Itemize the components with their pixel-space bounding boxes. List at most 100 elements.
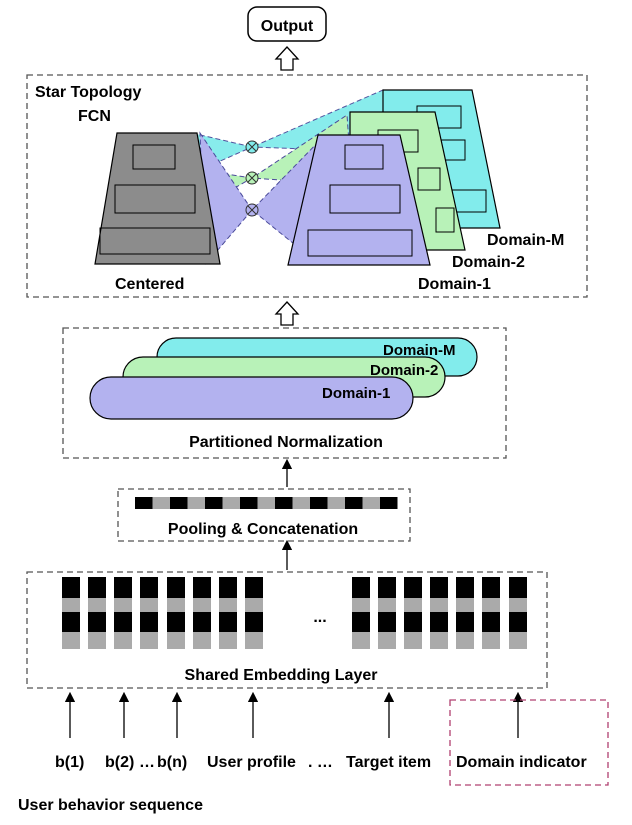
star-topology-title: Star Topology xyxy=(35,84,141,101)
embedding-ellipsis: ... xyxy=(313,609,326,626)
embedding-cell xyxy=(245,598,263,612)
embedding-cell xyxy=(509,632,527,649)
b1-label: b(1) xyxy=(55,754,84,771)
domain-indicator-label: Domain indicator xyxy=(456,754,587,771)
pooling-cell xyxy=(187,497,205,509)
pooling-cell xyxy=(275,497,293,509)
embedding-cell xyxy=(62,577,80,598)
output-box xyxy=(247,6,327,42)
embedding-cell xyxy=(245,632,263,649)
embedding-cell xyxy=(114,612,132,632)
user-profile-label: User profile xyxy=(207,754,296,771)
partitioned-normalization-title: Partitioned Normalization xyxy=(189,434,383,451)
embedding-cell xyxy=(456,598,474,612)
embedding-cell xyxy=(404,577,422,598)
pooling-cell xyxy=(362,497,380,509)
embedding-cell xyxy=(219,598,237,612)
embedding-cell xyxy=(219,632,237,649)
embedding-cell xyxy=(509,598,527,612)
embedding-cell xyxy=(88,632,106,649)
embedding-cell xyxy=(352,632,370,649)
embedding-cell xyxy=(352,577,370,598)
embedding-cell xyxy=(482,598,500,612)
pooling-cell xyxy=(257,497,275,509)
embedding-cell xyxy=(430,632,448,649)
embedding-cell xyxy=(193,632,211,649)
embedding-cell xyxy=(245,612,263,632)
pn-domain-m-label: Domain-M xyxy=(383,342,456,359)
embedding-cell xyxy=(245,577,263,598)
embedding-cell xyxy=(509,577,527,598)
pooling-cell xyxy=(135,497,153,509)
embedding-cell xyxy=(88,612,106,632)
embedding-cell xyxy=(167,598,185,612)
embedding-cell xyxy=(456,632,474,649)
embedding-cell xyxy=(352,598,370,612)
embedding-cell xyxy=(456,577,474,598)
embedding-cell xyxy=(219,577,237,598)
star-topology-box xyxy=(26,74,588,298)
embedding-cell xyxy=(88,598,106,612)
embedding-cell xyxy=(62,598,80,612)
multiply-node-m xyxy=(245,140,259,154)
pooling-cell xyxy=(292,497,310,509)
pooling-title: Pooling & Concatenation xyxy=(168,521,358,538)
behavior-sequence-label: User behavior sequence xyxy=(18,797,203,814)
pn-domain-1-label: Domain-1 xyxy=(322,385,390,402)
embedding-cell xyxy=(140,598,158,612)
embedding-cell xyxy=(193,577,211,598)
pooling-cell xyxy=(345,497,363,509)
embedding-cell xyxy=(114,632,132,649)
embedding-cell xyxy=(114,598,132,612)
bn-label: b(n) xyxy=(157,754,187,771)
fcn-domain-2-label: Domain-2 xyxy=(452,254,525,271)
domain-indicator-box xyxy=(449,699,609,786)
embedding-cell xyxy=(378,612,396,632)
partitioned-normalization-box xyxy=(62,327,507,459)
target-item-label: Target item xyxy=(346,754,431,771)
embedding-title: Shared Embedding Layer xyxy=(185,667,378,684)
embedding-cell xyxy=(404,632,422,649)
pooling-cell xyxy=(240,497,258,509)
pooling-box xyxy=(117,488,411,542)
pooling-cell xyxy=(205,497,223,509)
embedding-box xyxy=(26,571,548,689)
embedding-cell xyxy=(482,577,500,598)
pn-domain-2-label: Domain-2 xyxy=(370,362,438,379)
embedding-cell xyxy=(404,598,422,612)
embedding-cell xyxy=(378,598,396,612)
fcn-label: FCN xyxy=(78,108,111,125)
multiply-node-1 xyxy=(245,203,259,217)
embedding-cell xyxy=(430,577,448,598)
embedding-cell xyxy=(114,577,132,598)
embedding-cell xyxy=(456,612,474,632)
embedding-cell xyxy=(88,577,106,598)
embedding-columns xyxy=(62,577,527,649)
pooling-cell xyxy=(152,497,170,509)
fcn-domain-m-label: Domain-M xyxy=(487,232,564,249)
pooling-vector-strip xyxy=(135,497,398,509)
embedding-cell xyxy=(430,612,448,632)
embedding-cell xyxy=(509,612,527,632)
b2-label: b(2) xyxy=(105,754,134,771)
centered-label: Centered xyxy=(115,276,184,293)
embedding-cell xyxy=(378,577,396,598)
pooling-cell xyxy=(380,497,398,509)
embedding-cell xyxy=(404,612,422,632)
profile-dots-label: . … xyxy=(308,754,333,771)
embedding-cell xyxy=(378,632,396,649)
embedding-cell xyxy=(167,577,185,598)
embedding-cell xyxy=(193,598,211,612)
fcn-domain-1 xyxy=(287,134,431,266)
output-up-arrow xyxy=(274,46,300,71)
pn-domain-1 xyxy=(89,376,414,420)
embedding-cell xyxy=(219,612,237,632)
embedding-cell xyxy=(167,632,185,649)
embedding-cell xyxy=(167,612,185,632)
embedding-cell xyxy=(482,632,500,649)
embedding-cell xyxy=(62,632,80,649)
fcn-domain-1-label: Domain-1 xyxy=(418,276,491,293)
embedding-cell xyxy=(62,612,80,632)
embedding-cell xyxy=(352,612,370,632)
embedding-cell xyxy=(140,577,158,598)
